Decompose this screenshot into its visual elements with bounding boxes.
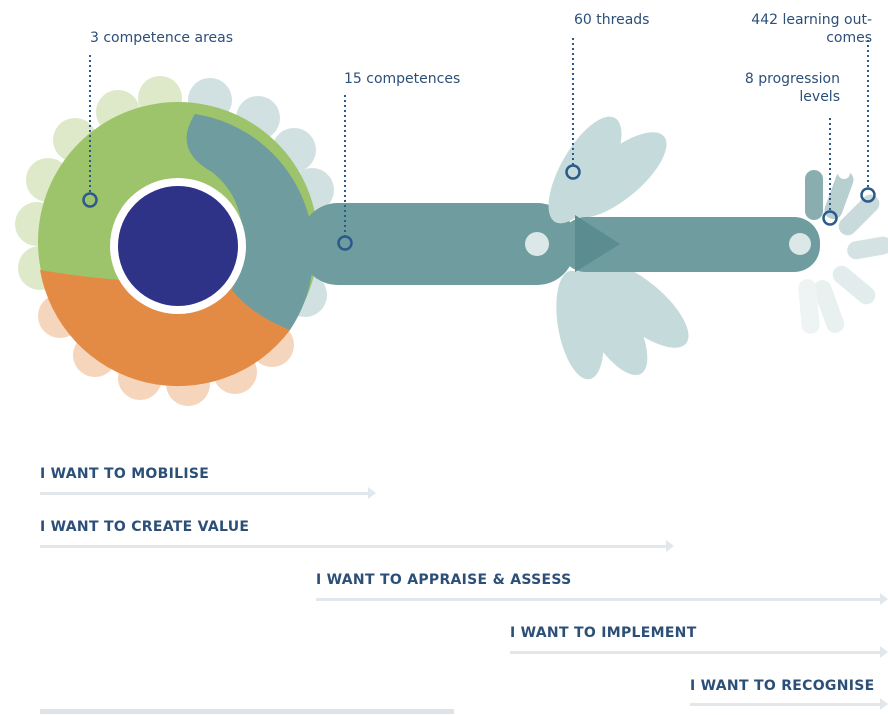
progression-tab bbox=[813, 280, 845, 333]
progression-tab bbox=[805, 170, 823, 220]
step-implement-arrow bbox=[510, 646, 888, 658]
arrow-head-icon bbox=[368, 487, 376, 499]
thread-leaf bbox=[591, 262, 689, 348]
callout-threads: 60 threads bbox=[574, 12, 650, 28]
leader-markers bbox=[82, 164, 876, 251]
center-disk bbox=[118, 186, 238, 306]
leader-marker bbox=[565, 164, 581, 180]
progression-tab bbox=[838, 194, 880, 236]
joint-circle bbox=[525, 232, 549, 256]
arrow-head-icon bbox=[880, 698, 888, 710]
thread-fan bbox=[548, 116, 689, 380]
joint-circle bbox=[789, 233, 811, 255]
leader-marker bbox=[337, 235, 353, 251]
thread-leaf bbox=[569, 132, 667, 218]
step-appraise-label: I WANT TO APPRAISE & ASSESS bbox=[316, 572, 572, 588]
step-implement-label: I WANT TO IMPLEMENT bbox=[510, 625, 697, 641]
callout-competence-areas: 3 competence areas bbox=[90, 30, 234, 46]
step-recognise-arrow bbox=[690, 698, 888, 710]
bottom-bar bbox=[40, 709, 454, 714]
thread-leaf bbox=[556, 270, 604, 380]
arrow-head-icon bbox=[880, 646, 888, 658]
arrow-head-icon bbox=[880, 593, 888, 605]
leader-marker bbox=[82, 192, 98, 208]
progression-tab bbox=[832, 265, 876, 305]
step-mobilise-arrow bbox=[40, 487, 376, 499]
step-appraise-arrow bbox=[316, 593, 888, 605]
callout-learning-outcomes: 442 learning out- comes bbox=[751, 11, 872, 47]
progression-knob bbox=[838, 167, 850, 179]
callout-competences: 15 competences bbox=[344, 71, 461, 87]
thread-leaf bbox=[548, 116, 622, 224]
progression-tab bbox=[824, 170, 854, 220]
arrow-head-icon bbox=[666, 540, 674, 552]
callout-learning-outcomes-line2: comes bbox=[826, 30, 872, 46]
leader-marker bbox=[860, 187, 876, 203]
callout-progression-line1: 8 progression bbox=[744, 71, 840, 87]
step-recognise-label: I WANT TO RECOGNISE bbox=[690, 678, 875, 694]
competence-bar bbox=[300, 203, 575, 285]
orange-segment bbox=[40, 270, 290, 387]
step-create-value-arrow bbox=[40, 540, 674, 552]
competence-framework-diagram bbox=[15, 38, 888, 406]
callout-progression-levels: 8 progression levels bbox=[745, 70, 840, 106]
step-mobilise-label: I WANT TO MOBILISE bbox=[40, 466, 210, 482]
progression-fan bbox=[798, 153, 888, 334]
leader-marker bbox=[822, 210, 838, 226]
thread-bar-notch bbox=[575, 215, 620, 272]
step-create-value-label: I WANT TO CREATE VALUE bbox=[40, 519, 250, 535]
teal-segment bbox=[186, 114, 314, 330]
thread-bar bbox=[560, 217, 820, 272]
leader-lines bbox=[89, 38, 869, 236]
progression-tab bbox=[847, 236, 888, 260]
callout-learning-outcomes-line1: 442 learning out- bbox=[751, 12, 872, 28]
progression-knob bbox=[805, 153, 819, 167]
progression-tab bbox=[798, 279, 820, 334]
callout-progression-line2: levels bbox=[799, 89, 840, 105]
